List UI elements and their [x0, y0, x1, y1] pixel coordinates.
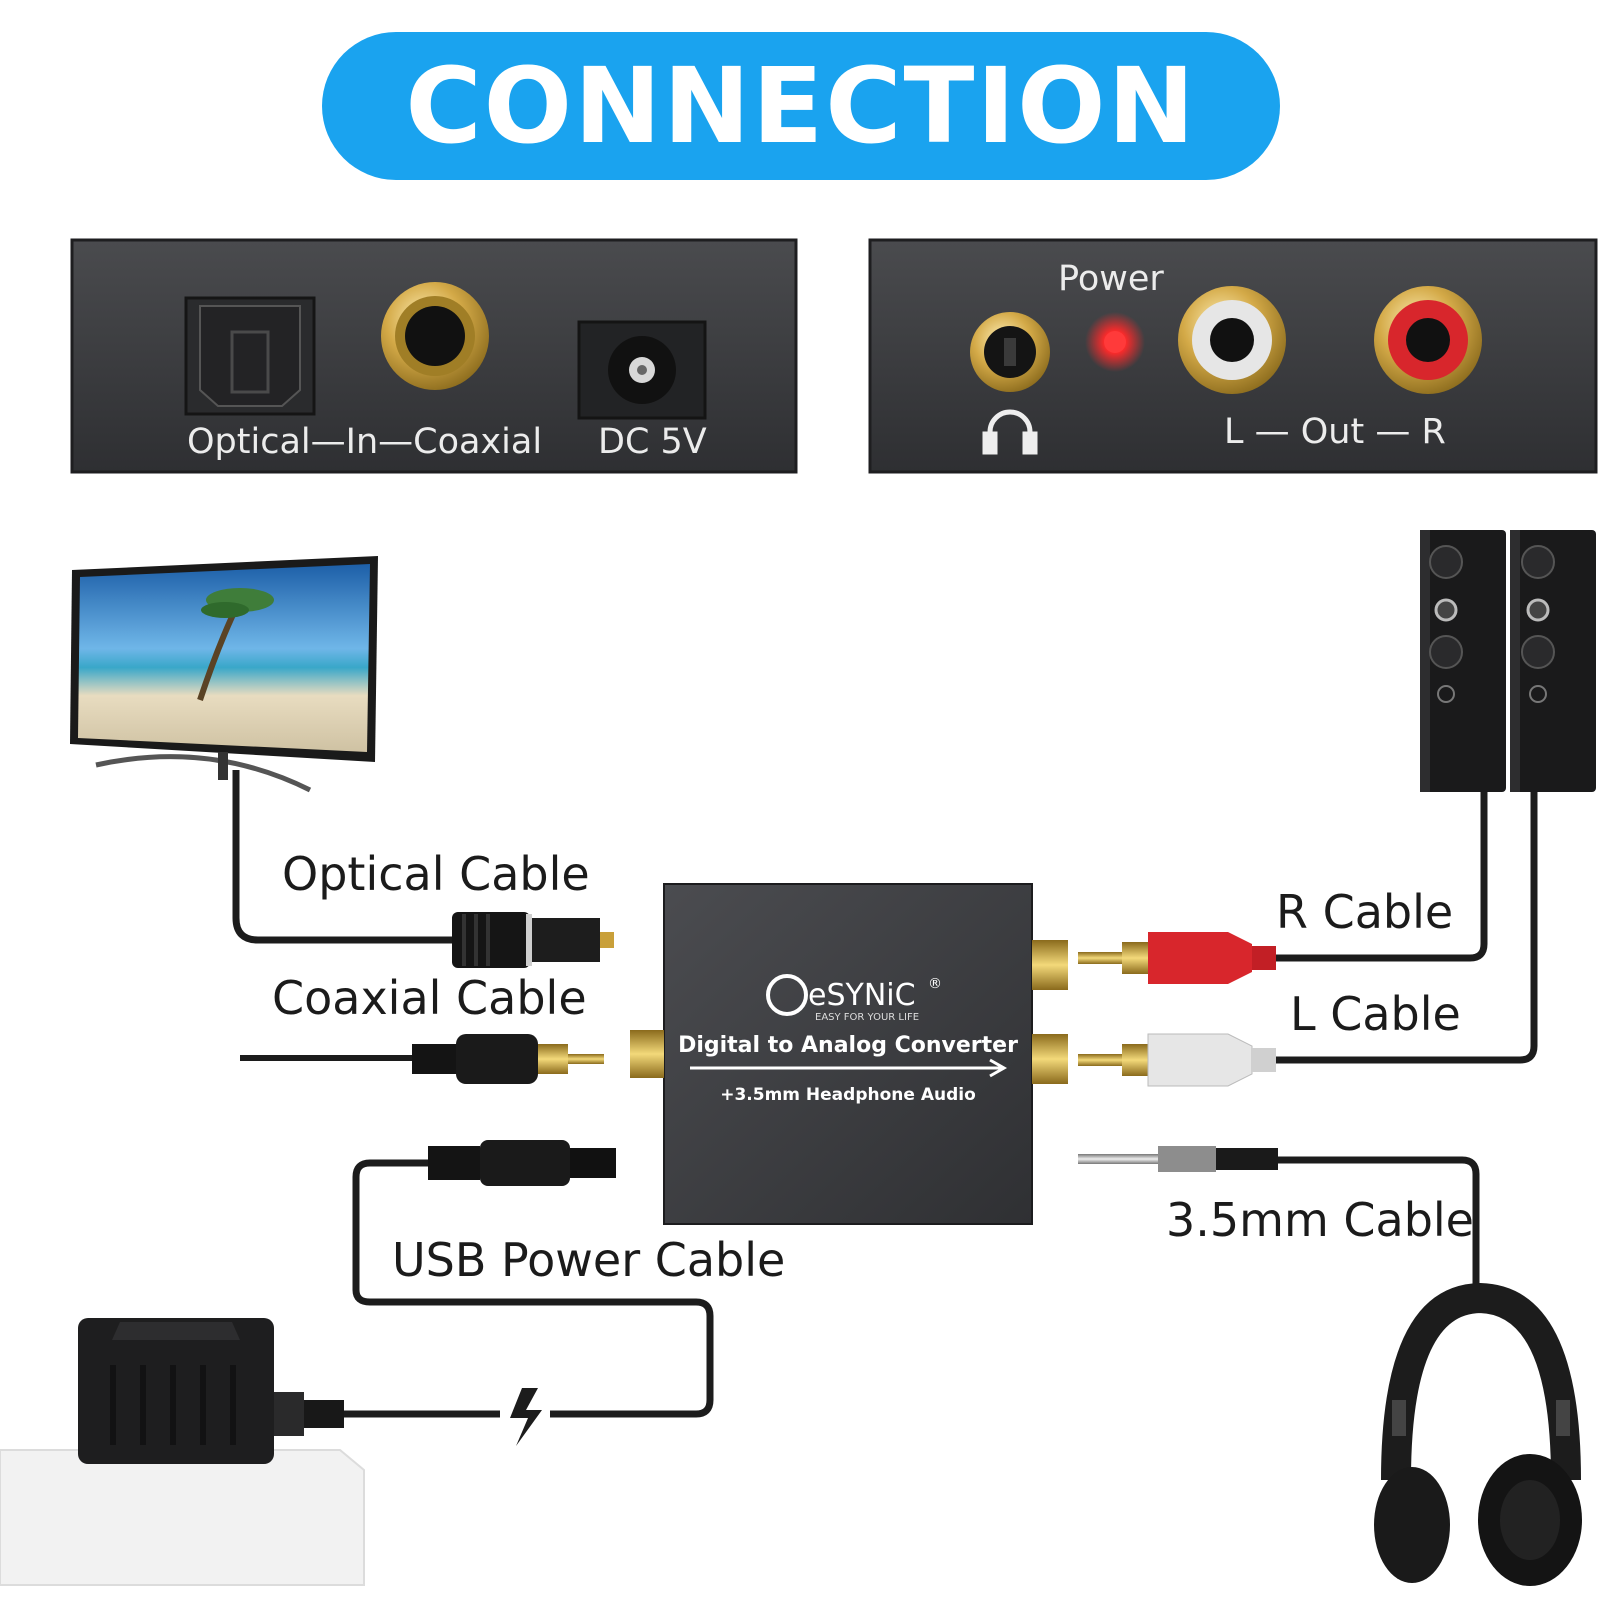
rca-l-jack	[1178, 286, 1286, 394]
device-subtitle: +3.5mm Headphone Audio	[720, 1085, 976, 1105]
optical-cable-label: Optical Cable	[282, 847, 590, 901]
dc-plug	[428, 1140, 616, 1186]
power-led	[1085, 312, 1145, 372]
usb-wire	[352, 1159, 714, 1418]
l-cable-label: L Cable	[1290, 987, 1461, 1041]
headphone-plug	[1078, 1146, 1278, 1172]
l-wire	[1270, 792, 1538, 1064]
r-wire	[1270, 792, 1488, 962]
optical-plug	[452, 912, 614, 968]
coaxial-plug	[412, 1034, 604, 1084]
rca-r-jack	[1374, 286, 1482, 394]
input-port-label: Optical—In—Coaxial	[187, 422, 542, 462]
rca-r-plug	[1078, 932, 1276, 984]
headphone-wire	[1275, 1156, 1480, 1290]
optical-port-icon	[184, 296, 316, 416]
lightning-icon	[510, 1388, 542, 1446]
brand-registered: ®	[928, 976, 942, 992]
converter-device: eSYNiC ® EASY FOR YOUR LIFE Digital to A…	[630, 883, 1068, 1225]
header-banner: CONNECTION	[322, 32, 1280, 180]
device-arrow	[690, 1058, 1008, 1078]
headphone-icon	[982, 409, 1038, 455]
input-panel: Optical—In—Coaxial DC 5V	[70, 238, 798, 474]
cable-wires	[232, 770, 1538, 1418]
power-label: Power	[1058, 259, 1164, 299]
device-name: Digital to Analog Converter	[678, 1033, 1018, 1058]
output-panel: Power	[868, 238, 1598, 474]
headphones	[1374, 1282, 1582, 1586]
optical-wire	[232, 770, 460, 944]
out-label: L — Out — R	[1224, 412, 1446, 452]
power-adapter	[0, 1318, 365, 1586]
headphone-cable-label: 3.5mm Cable	[1166, 1193, 1474, 1247]
usb-power-cable-label: USB Power Cable	[392, 1233, 785, 1287]
r-cable-label: R Cable	[1276, 885, 1453, 939]
tv	[70, 556, 378, 793]
headphone-jack	[970, 312, 1050, 392]
brand-name: eSYNiC	[808, 978, 916, 1013]
dc-port-icon	[577, 320, 707, 420]
coaxial-cable-label: Coaxial Cable	[272, 971, 587, 1025]
brand-tagline: EASY FOR YOUR LIFE	[815, 1012, 919, 1023]
header-title: CONNECTION	[405, 45, 1197, 167]
speakers	[1420, 530, 1596, 792]
coaxial-jack	[381, 282, 489, 390]
dc-label: DC 5V	[598, 422, 707, 462]
rca-l-plug	[1078, 1033, 1276, 1087]
brand-logo: eSYNiC ® EASY FOR YOUR LIFE	[766, 974, 942, 1023]
